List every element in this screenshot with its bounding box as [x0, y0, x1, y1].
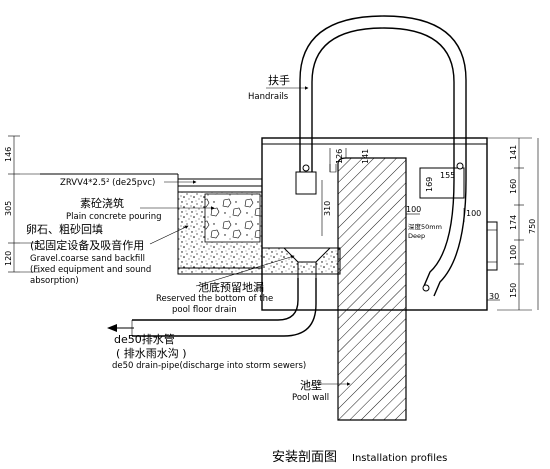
label-gravel-cn-2: (起固定设备及吸音作用	[30, 238, 144, 252]
dim-155: 155	[440, 171, 455, 180]
label-gravel-en-1: Gravel.coarse sand backfill	[30, 254, 145, 264]
label-wall-en: Pool wall	[292, 393, 329, 403]
label-pipe-cn-1: de50排水管	[114, 332, 175, 346]
dim-left-146: 146	[4, 147, 13, 162]
concrete-pour	[204, 193, 261, 243]
cable-conduit	[178, 178, 262, 187]
dim-right-100: 100	[509, 245, 518, 260]
label-wall-cn: 池壁	[300, 378, 322, 392]
dim-169: 169	[425, 177, 434, 192]
handrail-base-left	[295, 171, 317, 195]
label-drain-en-2: pool floor drain	[172, 305, 237, 315]
leader-lines	[140, 86, 351, 386]
dim-126: 126	[335, 149, 344, 164]
title-en: Installation profiles	[352, 453, 447, 464]
depth-note-en: Deep	[408, 232, 425, 240]
dim-right-160: 160	[509, 179, 518, 194]
dim-right-150: 150	[509, 283, 518, 298]
dim-100-left: 100	[406, 205, 421, 214]
label-pipe-en: de50 drain-pipe(discharge into storm sew…	[112, 361, 306, 371]
dim-100-right: 100	[466, 209, 481, 218]
inner-panel	[419, 167, 465, 199]
pool-wall	[329, 157, 407, 421]
dim-right-750: 750	[528, 219, 537, 234]
title-cn: 安装剖面图	[272, 450, 337, 465]
internal-dimensions: 126 141 310 169 155 100 100 深度50mm Deep …	[321, 148, 500, 301]
drain-pipe	[107, 278, 317, 337]
label-gravel-cn-1: 卵石、粗砂回填	[26, 222, 103, 236]
label-handrail-en: Handrails	[248, 92, 289, 102]
label-drain-cn: 池底预留地漏	[198, 280, 264, 294]
label-drain-en-1: Reserved the bottom of the	[156, 294, 273, 304]
floor-drain	[282, 247, 332, 278]
label-cable: ZRVV4*2.5² (de25pvc)	[60, 178, 155, 188]
handrail	[295, 15, 467, 297]
dim-141-top: 141	[361, 149, 370, 164]
dim-right-174: 174	[509, 215, 518, 230]
dim-30: 30	[489, 292, 499, 301]
depth-note-cn: 深度50mm	[408, 222, 442, 231]
dim-310: 310	[323, 201, 332, 216]
label-concrete-en: Plain concrete pouring	[66, 212, 162, 222]
dim-left-305: 305	[4, 201, 13, 216]
right-dimension-chain: 141 160 174 100 150 750	[487, 137, 539, 311]
dim-left-120: 120	[4, 251, 13, 266]
label-gravel-en-2: (Fixed equipment and sound	[30, 265, 151, 275]
label-handrail-cn: 扶手	[268, 73, 290, 87]
dim-right-141: 141	[509, 145, 518, 160]
label-pipe-cn-2: ( 排水雨水沟 )	[116, 346, 187, 360]
label-concrete-cn: 素砼浇筑	[80, 196, 124, 210]
panel-handle	[486, 221, 498, 271]
label-gravel-en-3: absorption)	[30, 276, 79, 286]
